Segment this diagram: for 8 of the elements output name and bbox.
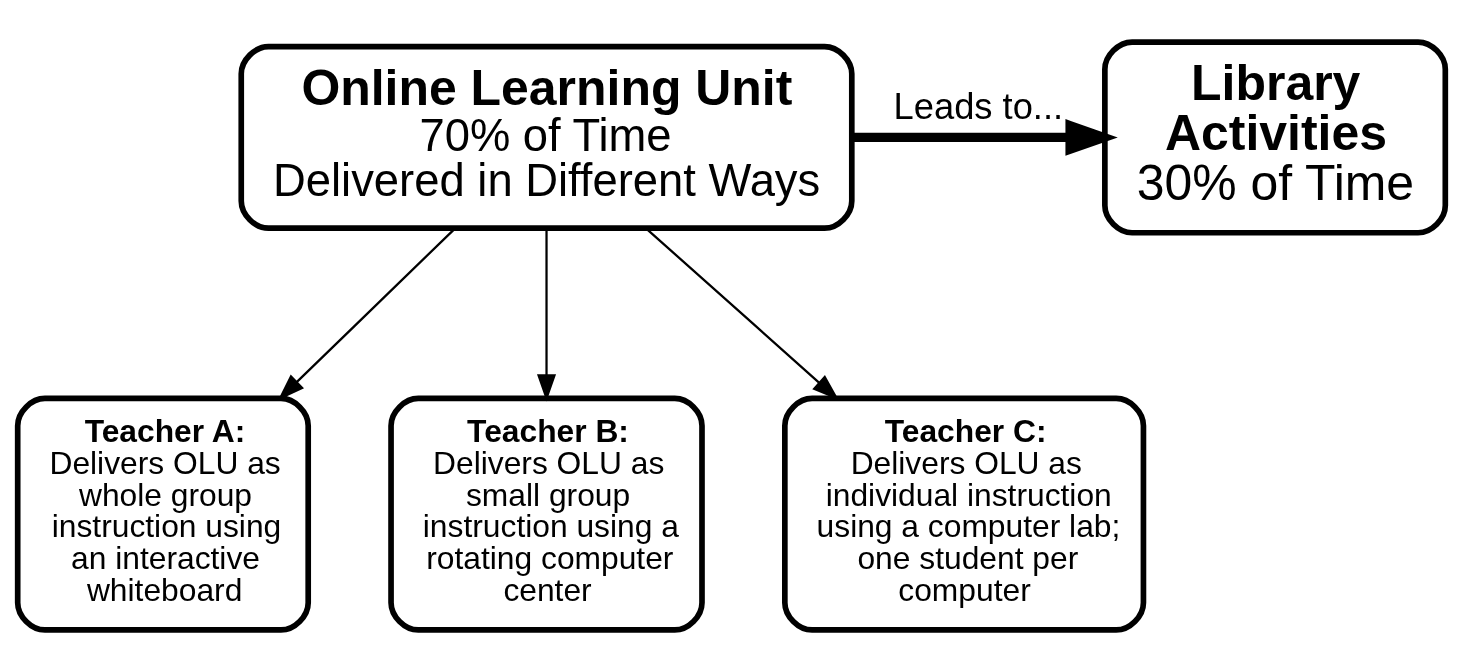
node-box: Teacher A: Delivers OLU as whole group instruction using an interactive whiteboard (14, 395, 312, 633)
node-box: Online Learning Unit 70% of Time Delivered in Different Ways (238, 43, 855, 232)
node-box: Teacher B: Delivers OLU as small group instruction using a rotating computer center (388, 395, 705, 633)
arrow (537, 228, 557, 402)
arrow (852, 119, 1118, 156)
edge-label: Leads to... (893, 85, 1064, 127)
node-box: Library Activities 30% of Time (1102, 39, 1449, 236)
node-box: Teacher C: Delivers OLU as individual instruction using a computer lab; one student per computer (782, 395, 1147, 633)
